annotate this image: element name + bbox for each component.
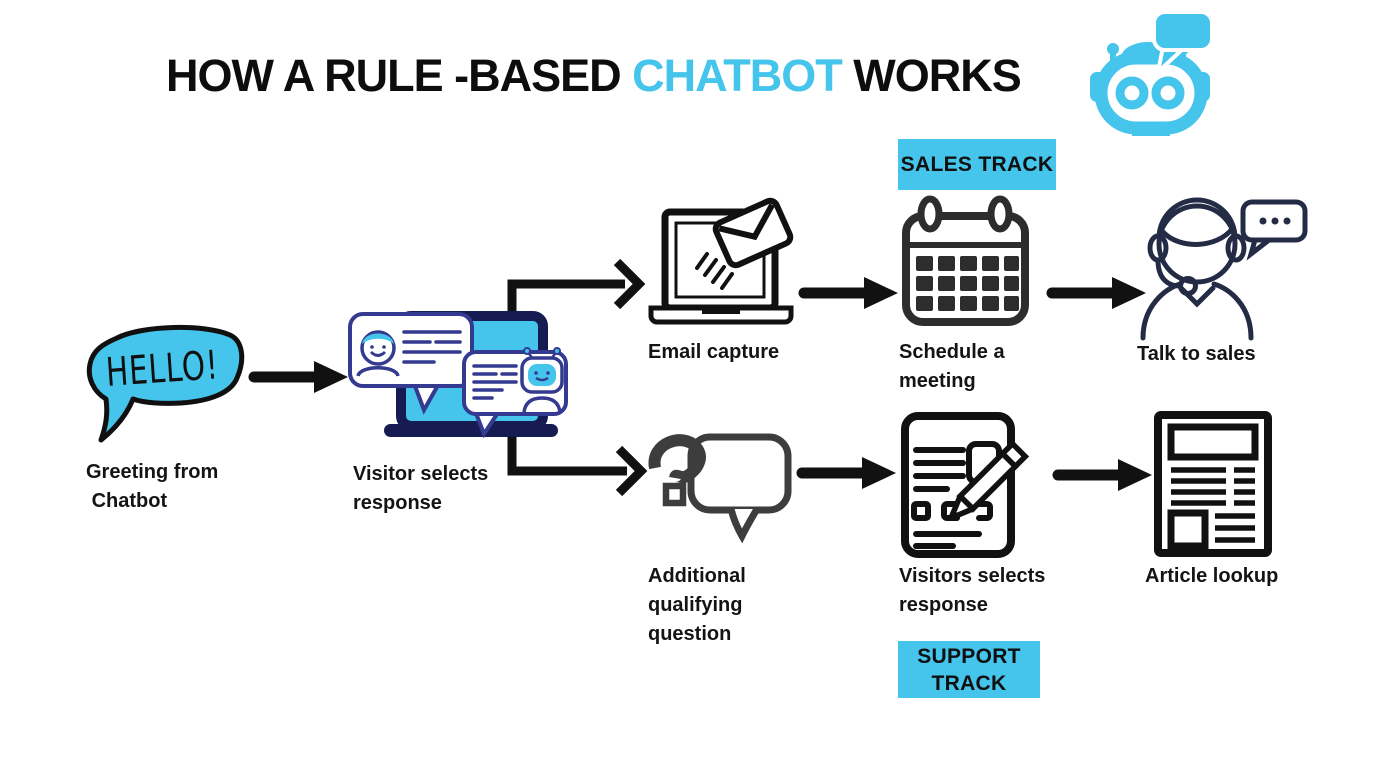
calendar-icon xyxy=(902,195,1029,326)
arrow-schedule-to-sales xyxy=(1046,277,1146,309)
label-email-capture: Email capture xyxy=(648,341,780,363)
label-qualifying-question: Additional qualifying question xyxy=(648,565,746,645)
laptop-chat-conversation-icon xyxy=(348,311,568,439)
title-suffix: WORKS xyxy=(841,50,1022,101)
sales-track-badge: SALES TRACK xyxy=(898,139,1056,190)
connector-visitor-to-question xyxy=(507,430,648,497)
support-track-badge: SUPPORT TRACK xyxy=(898,641,1040,698)
label-schedule-meeting: Schedule a meeting xyxy=(899,341,1005,392)
label-visitors-selects-response: Visitors selects response xyxy=(899,565,1046,616)
hello-text: HELLO! xyxy=(105,343,221,396)
article-document-icon xyxy=(1154,411,1272,557)
label-talk-to-sales: Talk to sales xyxy=(1137,343,1256,365)
chatbot-robot-icon xyxy=(1090,12,1214,136)
label-article-lookup: Article lookup xyxy=(1145,565,1279,587)
title-highlight: CHATBOT xyxy=(632,50,843,101)
arrow-email-to-schedule xyxy=(798,277,898,309)
label-greeting: Greeting from Chatbot xyxy=(86,461,219,512)
arrow-greeting-to-visitor xyxy=(248,361,348,393)
laptop-email-icon xyxy=(648,197,794,325)
support-agent-chat-icon xyxy=(1140,197,1308,341)
page-title: HOW A RULE -BASED CHATBOT WORKS xyxy=(166,50,1022,102)
form-pencil-icon xyxy=(901,412,1030,558)
arrow-question-to-form xyxy=(796,457,896,489)
question-speech-bubble-icon xyxy=(648,433,792,544)
title-prefix: HOW A RULE -BASED xyxy=(166,50,633,101)
hello-speech-bubble-icon: HELLO! xyxy=(86,324,245,443)
label-visitor-selects: Visitor selects response xyxy=(353,463,489,514)
arrow-form-to-article xyxy=(1052,459,1152,491)
